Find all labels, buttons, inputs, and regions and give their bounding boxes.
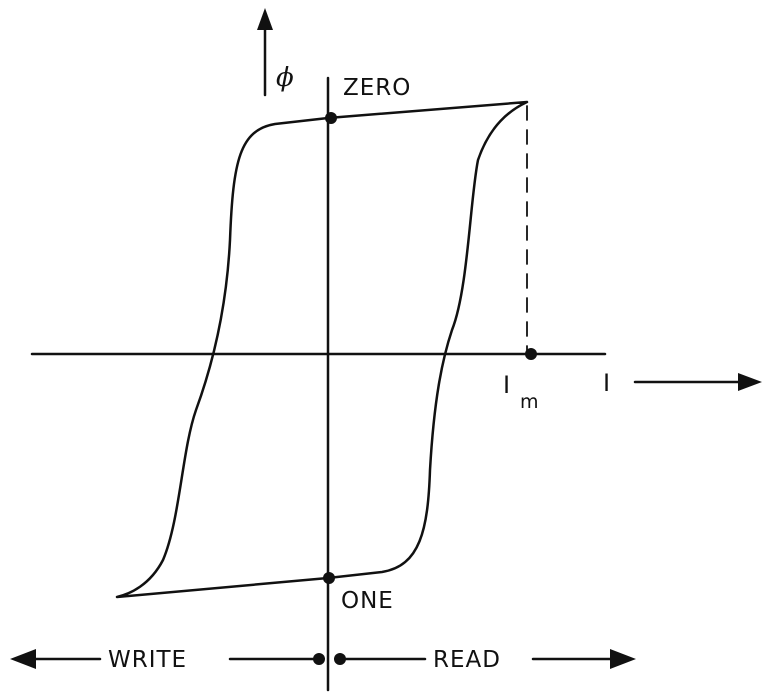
- write-label: WRITE: [108, 647, 187, 673]
- zero-label: ZERO: [343, 75, 411, 101]
- hysteresis-loop: [115, 100, 529, 599]
- im-subscript: m: [520, 391, 539, 413]
- im-point: [525, 348, 537, 360]
- current-arrow-icon: [633, 373, 762, 391]
- write-dot: [313, 653, 325, 665]
- current-axis-label: I: [603, 369, 610, 397]
- read-dot: [334, 653, 346, 665]
- one-state-point: [323, 572, 335, 584]
- flux-label: ϕ: [276, 63, 294, 93]
- flux-arrow-icon: [257, 8, 273, 97]
- read-label: READ: [433, 647, 501, 673]
- zero-state-point: [325, 112, 337, 124]
- read-arrow-icon: [342, 649, 636, 669]
- write-arrow-icon: [10, 649, 318, 669]
- one-label: ONE: [341, 588, 394, 614]
- im-label: I: [503, 371, 510, 399]
